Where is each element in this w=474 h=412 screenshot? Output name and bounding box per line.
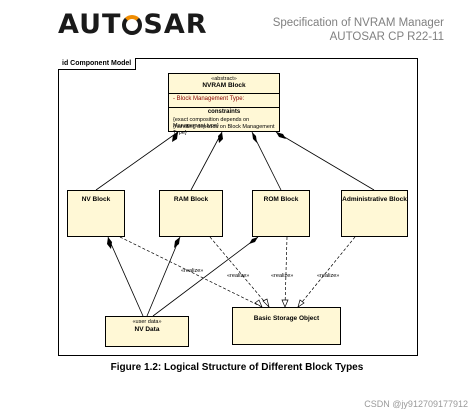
arrowhead-2	[262, 298, 270, 309]
constraints-heading: constraints	[207, 109, 241, 115]
realize-label: «realize»	[181, 268, 204, 274]
divider	[169, 93, 279, 94]
ram-to-data	[146, 236, 181, 317]
diamond-admin	[276, 132, 286, 139]
nv-to-data	[107, 236, 144, 317]
nvram-block: «abstract» NVRAM Block - Block Managemen…	[168, 73, 280, 136]
composition-rom	[251, 131, 282, 191]
realize-nv	[119, 236, 263, 308]
rom-to-data	[152, 236, 259, 317]
arrowhead-4	[297, 299, 305, 308]
nvram-attribute: - Block Management Type:	[173, 96, 245, 102]
spec-title: Specification of NVRAM Manager	[272, 17, 444, 29]
composition-admin	[275, 131, 375, 191]
arrowhead-3	[281, 299, 289, 308]
watermark: CSDN @jy912709177912	[364, 399, 468, 409]
divider	[169, 107, 279, 108]
diamond-rom	[252, 132, 257, 143]
realize-admin	[297, 236, 356, 308]
diamond-nv	[172, 132, 178, 142]
diagram-frame	[58, 58, 418, 356]
realize-label: «realize»	[227, 273, 250, 279]
constraint-1: {exact composition depends on Management…	[173, 117, 250, 129]
diamond-nv-out	[107, 237, 112, 249]
nv-data: «user data» NV Data	[105, 316, 189, 347]
rom-block: ROM Block	[252, 190, 310, 237]
constraint-2: {handling depends on Block Management Ty…	[173, 124, 275, 136]
nv-data-stereotype: «user data»	[132, 319, 162, 325]
diamond-ram	[218, 132, 223, 143]
frame-label: id Component Model	[58, 58, 137, 70]
release-label: AUTOSAR CP R22-11	[329, 31, 444, 43]
nv-data-title: NV Data	[134, 326, 160, 333]
rom-block-title: ROM Block	[263, 196, 299, 203]
figure-caption: Figure 1.2: Logical Structure of Differe…	[110, 362, 364, 373]
ram-block-title: RAM Block	[173, 196, 209, 203]
diamond-rom-out	[249, 237, 258, 244]
diamond-ram-out	[174, 237, 180, 248]
realize-label: «realize»	[271, 273, 294, 279]
nv-block: NV Block	[67, 190, 125, 237]
administrative-block: Administrative Block	[341, 190, 408, 237]
composition-nv	[95, 131, 179, 191]
ram-block: RAM Block	[159, 190, 223, 237]
logo-ring-icon	[122, 15, 143, 35]
basic-storage-title: Basic Storage Object	[253, 315, 320, 322]
nvram-stereotype: «abstract»	[211, 76, 237, 82]
administrative-block-title: Administrative Block	[342, 196, 407, 203]
basic-storage-object: Basic Storage Object	[232, 307, 341, 345]
composition-ram	[190, 131, 223, 191]
nv-block-title: NV Block	[81, 196, 111, 203]
nvram-title: NVRAM Block	[202, 82, 246, 89]
realize-ram	[209, 236, 270, 308]
realize-label: «realize»	[317, 273, 340, 279]
arrowhead-1	[254, 299, 263, 308]
realize-rom	[284, 236, 288, 308]
